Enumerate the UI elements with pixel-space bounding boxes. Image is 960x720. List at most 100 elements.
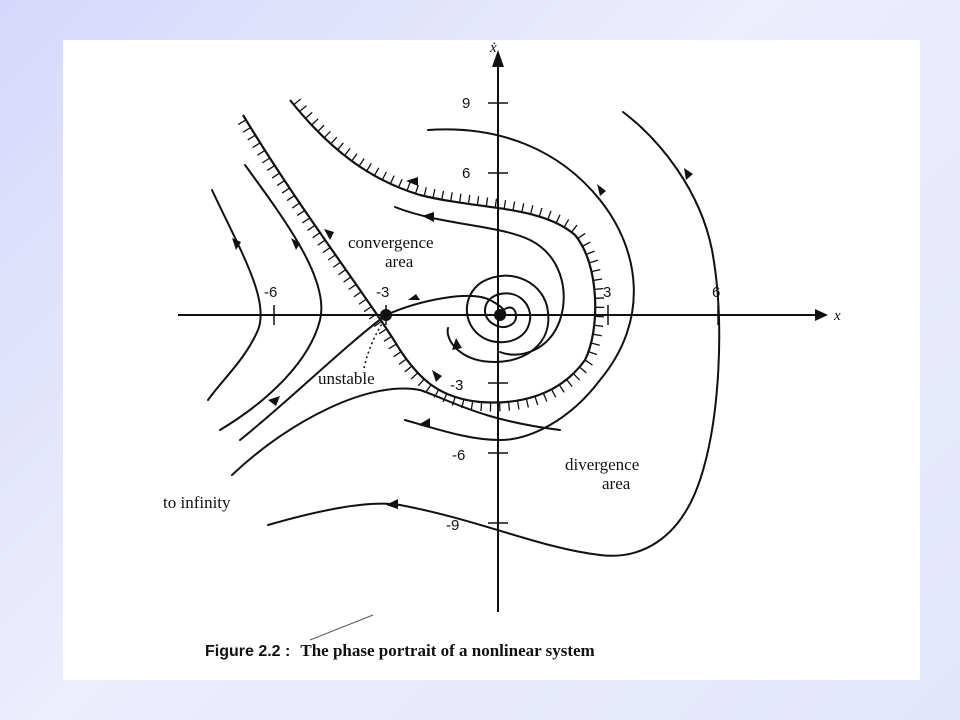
hatch-mark (594, 287, 604, 290)
hatch-mark (566, 379, 573, 387)
hatch-mark (555, 214, 561, 224)
hatch-mark (323, 130, 331, 139)
hatch-mark (432, 189, 436, 199)
x-tick-label: -3 (376, 284, 389, 301)
hatch-mark (358, 158, 365, 167)
hatch-mark (373, 320, 382, 327)
hatch-mark (322, 246, 331, 254)
convergence-label: convergence (348, 233, 434, 252)
arrow (452, 338, 462, 350)
hatch-mark (410, 372, 419, 380)
slide-panel (63, 40, 920, 680)
hatch-mark (281, 187, 290, 194)
hatch-mark (373, 167, 380, 176)
hatch-mark (584, 359, 593, 366)
x-axis-label: x (833, 308, 841, 324)
hatch-mark (550, 389, 557, 398)
caption-figure-number: Figure 2.2 : (205, 643, 290, 660)
unstable-label: unstable (318, 369, 375, 388)
y-axis-label: ẋ (489, 40, 497, 56)
hatch-mark (343, 276, 352, 283)
arrow (684, 168, 693, 180)
y-axis-arrow (492, 50, 504, 67)
hatch-mark (558, 384, 565, 393)
hatch-mark (589, 259, 599, 264)
hatch-mark (330, 136, 338, 145)
hatch-mark (317, 124, 325, 132)
hatch-mark (301, 217, 311, 224)
hatch-mark (276, 180, 285, 187)
hatch-mark (252, 142, 261, 149)
hatch-mark (441, 190, 445, 200)
hatch-mark (378, 328, 387, 335)
hatch-mark (563, 219, 570, 228)
annotations: convergence area divergence area unstabl… (163, 233, 639, 512)
hatch-mark (414, 184, 419, 194)
hatch-mark (529, 205, 534, 215)
trajectory-saddle-to-infinity (239, 314, 387, 441)
hatch-mark (577, 232, 586, 240)
hatch-mark (547, 210, 552, 220)
hatch-mark (594, 324, 604, 327)
arrow (291, 238, 300, 250)
hatch-mark (525, 398, 530, 408)
caption-scribble (309, 614, 374, 641)
hatch-mark (299, 105, 307, 113)
arrow (432, 370, 442, 382)
figure-caption: Figure 2.2 : The phase portrait of a non… (205, 641, 595, 660)
hatch-mark (579, 366, 587, 374)
hatch-mark (593, 278, 603, 282)
hatch-mark (261, 157, 271, 164)
x-tick-label: 6 (712, 284, 720, 301)
hatch-mark (311, 118, 319, 126)
trajectory-top (404, 128, 635, 441)
hatch-mark (381, 171, 387, 181)
hatch-mark (591, 269, 601, 273)
hatch-mark (271, 172, 280, 179)
arrow (324, 229, 334, 240)
hatch-mark (307, 224, 316, 231)
hatch-mark (570, 224, 578, 233)
hatch-mark (480, 402, 483, 412)
arrow (406, 177, 418, 186)
hatch-mark (286, 195, 295, 202)
hatch-mark (305, 111, 313, 119)
hatch-mark (363, 305, 372, 313)
y-tick-label: 6 (462, 165, 470, 182)
hatch-mark (242, 126, 251, 133)
hatch-mark (257, 149, 266, 156)
hatch-mark (592, 333, 602, 337)
hatch-mark (538, 207, 543, 217)
x-axis-arrow (815, 309, 828, 321)
arrow (386, 499, 398, 509)
trajectories (207, 111, 721, 557)
hatch-mark (388, 343, 397, 350)
hatch-mark (521, 203, 525, 213)
trajectory-far-right (399, 111, 721, 557)
hatch-mark (425, 384, 432, 393)
hatch-mark (507, 401, 511, 411)
hatch-mark (470, 400, 474, 411)
hatch-mark (512, 201, 516, 211)
hatch-mark (344, 148, 351, 156)
hatch-mark (353, 291, 362, 298)
x-tick-label: -6 (264, 284, 277, 301)
hatch-mark (585, 250, 595, 256)
hatch-mark (337, 142, 344, 151)
hatch-mark (291, 202, 301, 209)
hatch-mark (572, 373, 581, 381)
hatch-mark (494, 198, 498, 208)
hatch-mark (485, 197, 489, 207)
arrow (418, 418, 430, 428)
hatch-mark (398, 358, 407, 365)
hatch-mark (406, 182, 411, 191)
hatch-mark (467, 194, 471, 205)
y-tick-label: -9 (446, 517, 459, 534)
hatch-mark (398, 178, 403, 188)
hatch-mark (451, 396, 456, 406)
trajectory-bottom (267, 502, 401, 526)
hatch-mark (327, 254, 336, 261)
hatch-mark (534, 396, 539, 406)
arrow (597, 184, 606, 196)
